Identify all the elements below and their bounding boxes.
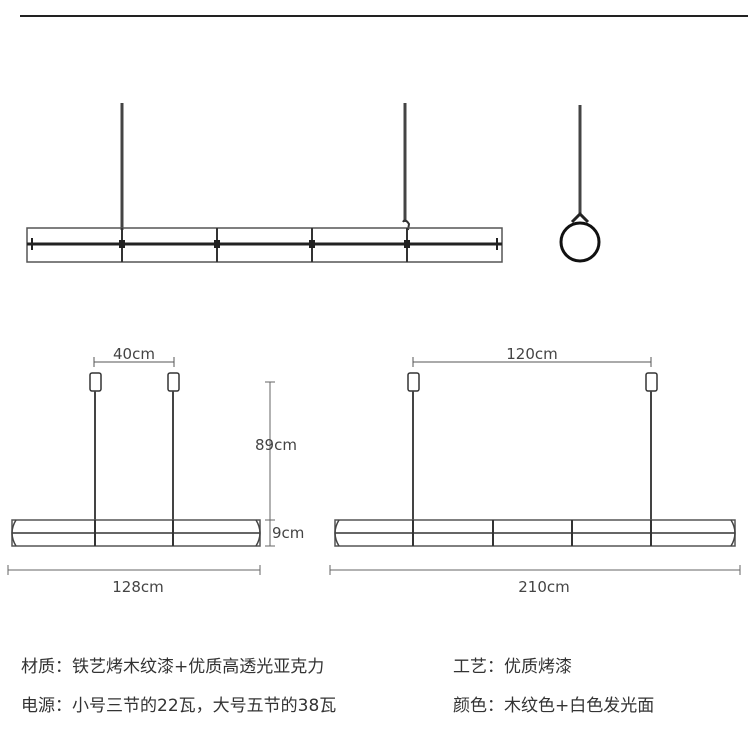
spec-material-value: 铁艺烤木纹漆+优质高透光亚克力 — [72, 657, 325, 677]
front-view-fixture — [26, 103, 503, 263]
dim-large-length: 210cm — [518, 578, 570, 596]
spec-material-label: 材质： — [21, 657, 72, 677]
dim-small-spacing: 40cm — [113, 345, 155, 363]
spec-power: 电源：小号三节的22瓦，大号五节的38瓦 — [21, 691, 336, 716]
ceiling-canopy-right — [167, 372, 180, 392]
spec-process-value: 优质烤漆 — [504, 657, 572, 677]
spec-process-label: 工艺： — [453, 657, 504, 677]
ring-profile — [559, 221, 601, 263]
small-fixture-drawing: 40cm 89cm 9cm 128cm — [7, 345, 304, 596]
ceiling-canopy-left — [89, 372, 102, 392]
spec-color-value: 木纹色+白色发光面 — [504, 696, 655, 716]
ceiling-canopy-right — [645, 372, 658, 392]
spec-power-label: 电源： — [21, 696, 72, 716]
ceiling-canopy-left — [407, 372, 420, 392]
spec-power-value: 小号三节的22瓦，大号五节的38瓦 — [72, 696, 337, 716]
spec-process: 工艺：优质烤漆 — [453, 652, 572, 677]
dim-cable-height: 89cm — [255, 436, 297, 454]
spec-color: 颜色：木纹色+白色发光面 — [453, 691, 654, 716]
side-view-fixture — [559, 105, 601, 263]
spec-material: 材质：铁艺烤木纹漆+优质高透光亚克力 — [21, 652, 324, 677]
dim-large-spacing: 120cm — [506, 345, 558, 363]
dim-fixture-height: 9cm — [272, 524, 304, 542]
spec-color-label: 颜色： — [453, 696, 504, 716]
large-fixture-drawing: 120cm 210cm — [329, 345, 741, 596]
dim-small-length: 128cm — [112, 578, 164, 596]
